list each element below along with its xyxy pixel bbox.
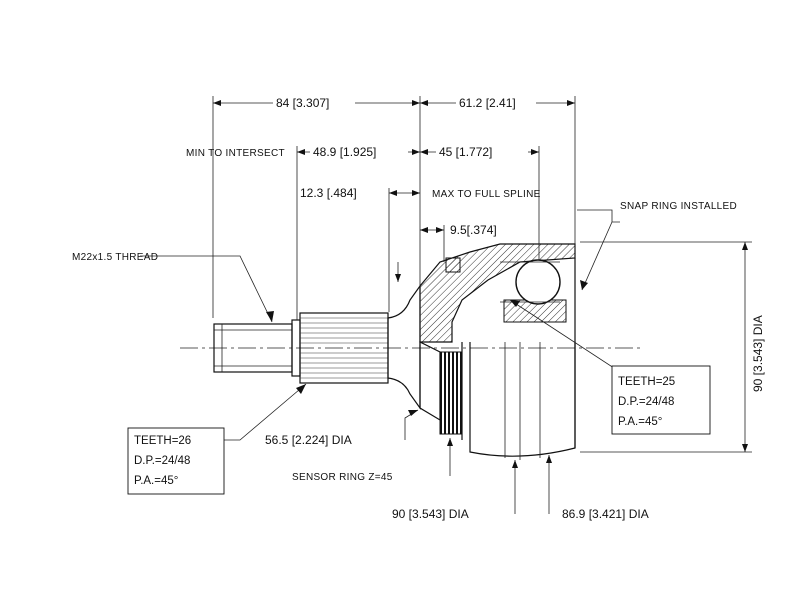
label-snap-ring: SNAP RING INSTALLED: [620, 201, 737, 212]
dp-left: D.P.=24/48: [134, 455, 190, 467]
pa-left: P.A.=45°: [134, 475, 178, 487]
dim-61-2: 61.2 [2.41]: [459, 96, 516, 110]
dim-48-9: 48.9 [1.925]: [313, 145, 376, 159]
teeth-left: TEETH=26: [134, 435, 191, 447]
dim-86-9-dia: 86.9 [3.421] DIA: [562, 507, 649, 521]
label-max-to-full-spline: MAX TO FULL SPLINE: [432, 189, 541, 200]
label-min-to-intersect: MIN TO INTERSECT: [186, 148, 285, 159]
sensor-ring: [439, 351, 463, 435]
dimension-arrows: [213, 100, 748, 468]
label-sensor-ring: SENSOR RING Z=45: [292, 472, 393, 483]
teeth-right: TEETH=25: [618, 376, 675, 388]
dp-right: D.P.=24/48: [618, 396, 674, 408]
dim-12-3: 12.3 [.484]: [300, 186, 357, 200]
dim-9-5: 9.5[.374]: [450, 223, 497, 237]
spline-box-right: TEETH=25 D.P.=24/48 P.A.=45°: [611, 365, 711, 435]
dim-90-dia-right: 90 [3.543] DIA: [751, 315, 765, 392]
neck: [387, 284, 421, 410]
spline-box-left: TEETH=26 D.P.=24/48 P.A.=45°: [127, 427, 225, 495]
dim-56-5-dia: 56.5 [2.224] DIA: [265, 433, 352, 447]
label-thread: M22x1.5 THREAD: [72, 252, 158, 263]
pa-right: P.A.=45°: [618, 416, 662, 428]
cv-ball: [515, 259, 561, 305]
dim-45: 45 [1.772]: [439, 145, 492, 159]
dim-84: 84 [3.307]: [276, 96, 329, 110]
dim-90-dia-bottom: 90 [3.543] DIA: [392, 507, 469, 521]
outer-bell: [469, 342, 576, 457]
joint-part: [213, 243, 576, 460]
